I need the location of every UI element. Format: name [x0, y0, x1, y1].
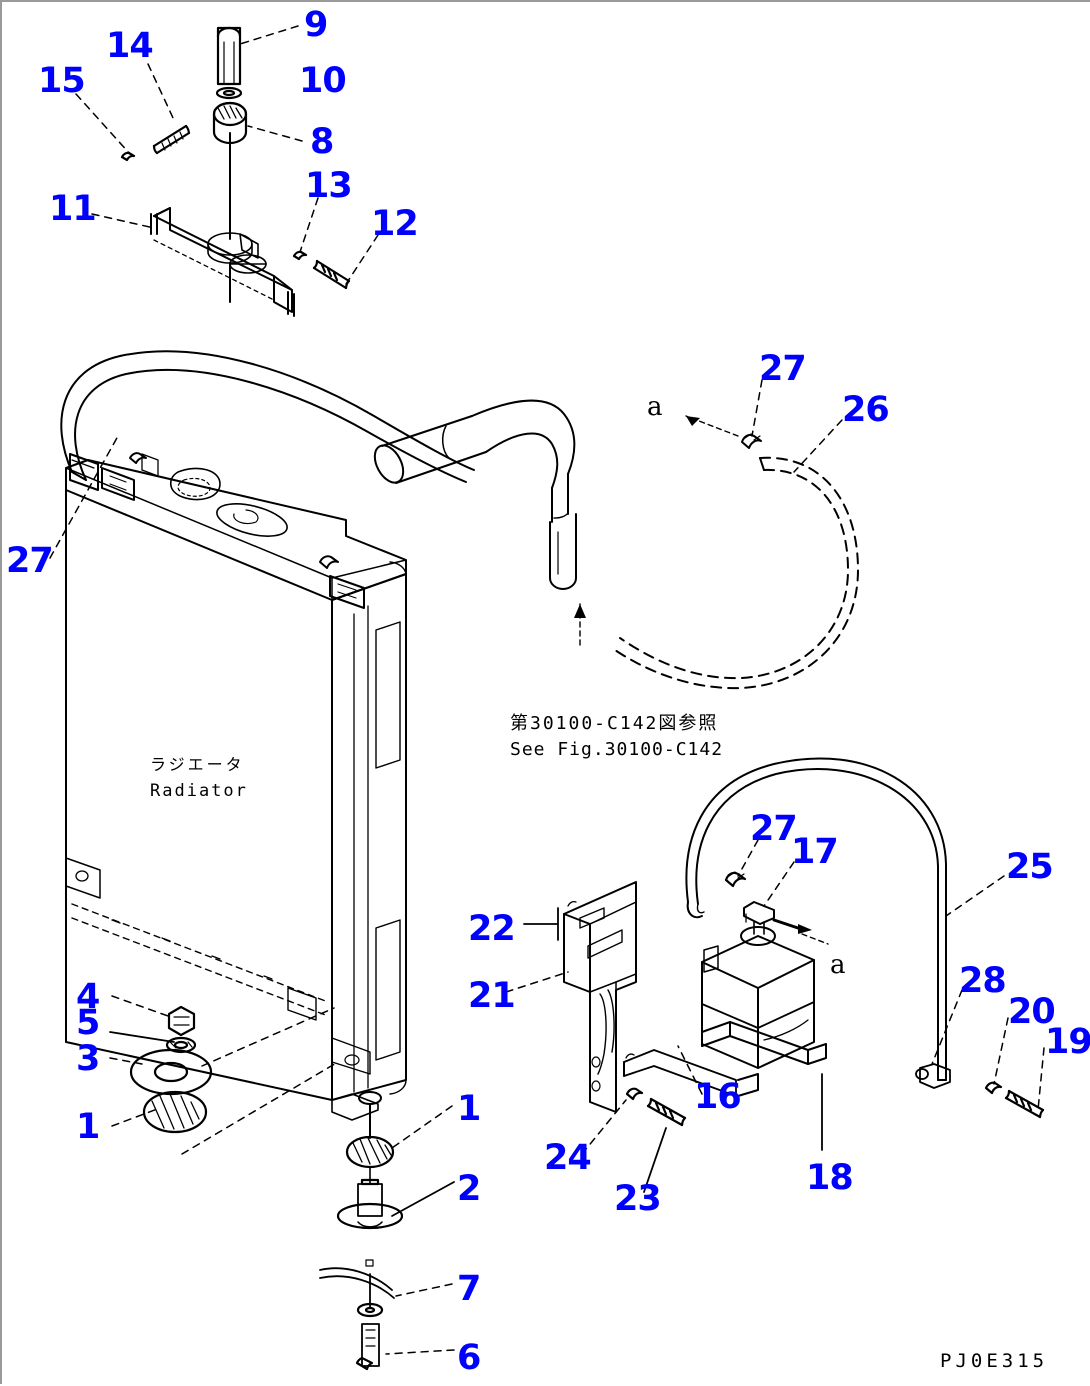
callout-27: 27: [6, 541, 54, 581]
callout-28: 28: [959, 961, 1007, 1001]
callout-5: 5: [76, 1003, 100, 1043]
callout-1: 1: [76, 1107, 100, 1147]
radiator-cap-8-illustration: [212, 101, 248, 145]
filler-neck-illustration: [207, 232, 267, 274]
reference-note-en: See Fig.30100-C142: [510, 739, 724, 760]
washer-10-illustration: [215, 86, 243, 100]
callout-2: 2: [457, 1169, 481, 1209]
callout-18: 18: [806, 1158, 854, 1198]
callout-9: 9: [304, 5, 328, 45]
washer-15-illustration: [120, 151, 136, 162]
callout-22: 22: [468, 909, 516, 949]
bushing-2-illustration: [336, 1178, 404, 1230]
tank-band-18: [623, 945, 827, 1097]
leader-lines-solid: [109, 1031, 823, 1217]
radiator-core: [65, 452, 407, 1121]
callout-19: 19: [1045, 1022, 1090, 1062]
callout-26: 26: [842, 390, 890, 430]
annotation-a: a: [830, 950, 846, 980]
annotation-a: a: [647, 392, 663, 422]
reservoir-tank-16: [701, 901, 815, 1069]
callout-11: 11: [49, 189, 97, 229]
callout-23: 23: [614, 1179, 662, 1219]
bolt-12-illustration: [312, 259, 351, 290]
cushion-1a-illustration: [142, 1090, 208, 1134]
bolt-6-illustration: [355, 1323, 380, 1371]
overflow-hose-26: [611, 415, 859, 690]
callout-4: 4: [76, 977, 100, 1017]
clip-7-illustration: [319, 1259, 395, 1318]
callout-17: 17: [791, 832, 839, 872]
washer-13-illustration: [292, 250, 308, 261]
upper-radiator-hose: [60, 350, 577, 590]
radiator-label-en: Radiator: [150, 781, 248, 801]
callout-27: 27: [750, 809, 798, 849]
hose-clamp-27a-illustration: [741, 433, 762, 449]
bolt-9-illustration: [216, 26, 242, 86]
nut-4-illustration: [167, 1005, 196, 1037]
callout-3: 3: [76, 1039, 100, 1079]
callout-27: 27: [759, 349, 807, 389]
drawing-code: PJ0E315: [940, 1350, 1049, 1372]
cushion-1b-illustration: [345, 1135, 395, 1169]
bolt-23-illustration: [646, 1097, 687, 1127]
callout-20: 20: [1008, 992, 1056, 1032]
overflow-tube-25: [685, 757, 947, 1081]
tank-bracket-21: [563, 881, 637, 1113]
washer-20-illustration: [984, 1081, 1003, 1095]
bolt-14-illustration: [152, 124, 191, 155]
upper-bracket-11-illustration: [150, 207, 295, 317]
callout-25: 25: [1006, 847, 1054, 887]
leader-lines: [49, 25, 1045, 1355]
callout-24: 24: [544, 1138, 592, 1178]
callout-6: 6: [457, 1338, 481, 1378]
callout-15: 15: [38, 61, 86, 101]
callout-7: 7: [457, 1269, 481, 1309]
lock-washer-5-illustration: [165, 1036, 197, 1054]
radiator-label-jp: ラジエータ: [150, 755, 245, 774]
callout-21: 21: [468, 976, 516, 1016]
callout-13: 13: [305, 166, 353, 206]
callout-8: 8: [310, 122, 334, 162]
bottom-mount-parts: [319, 1115, 404, 1371]
washer-3-illustration: [129, 1048, 213, 1096]
bolt-19-illustration: [1004, 1089, 1045, 1119]
callout-1: 1: [457, 1089, 481, 1129]
callout-10: 10: [299, 61, 347, 101]
reference-note-jp: 第30100-C142図参照: [510, 713, 719, 734]
callout-16: 16: [694, 1077, 742, 1117]
left-hardware-stack: [129, 1005, 213, 1134]
washer-24-illustration: [625, 1087, 644, 1101]
hose-clamp-27b-illustration: [724, 871, 747, 888]
callout-12: 12: [371, 204, 419, 244]
callout-14: 14: [106, 26, 154, 66]
tube-retainer-28: [915, 1063, 951, 1089]
